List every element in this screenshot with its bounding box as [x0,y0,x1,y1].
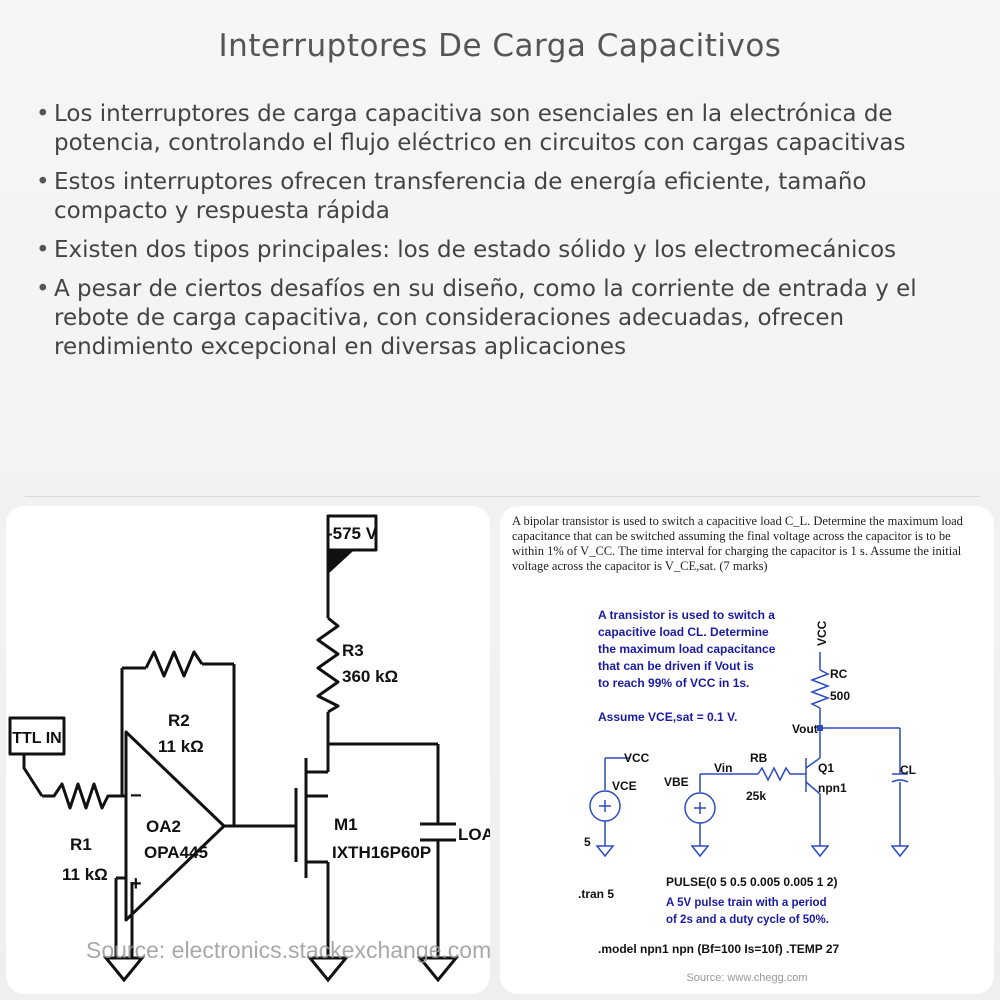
opamp-name: OA2 [146,817,181,836]
r1-name: R1 [70,835,92,854]
vin-label: Vin [714,761,732,775]
bullet-item: A pesar de ciertos desafíos en su diseño… [30,275,980,362]
tran-label: .tran 5 [578,887,614,901]
r1-value: 11 kΩ [62,865,108,884]
load-label: LOAD [458,825,490,844]
vbe-label: VBE [664,775,689,789]
source-right: Source: www.chegg.com [686,972,808,984]
blue-line: capacitive load CL. Determine [598,625,769,639]
pulse-label: PULSE(0 5 0.5 0.005 0.005 1 2) [666,875,837,889]
rb-name: RB [750,751,768,765]
bullet-item: Existen dos tipos principales: los de es… [30,236,980,265]
vout-label: Vout [792,722,818,736]
bullet-item: Estos interruptores ofrecen transferenci… [30,168,980,226]
r2-name: R2 [168,711,190,730]
mosfet-part: IXTH16P60P [332,843,431,862]
opamp-mosfet-schematic: -575 V TTL IN R3 360 kΩ R2 11 kΩ R1 11 k… [8,514,506,983]
rc-name: RC [830,667,848,681]
rc-value: 500 [830,689,850,703]
minus-sign: − [130,785,142,807]
blue-line: that can be driven if Vout is [598,659,754,673]
opamp-part: OPA445 [144,843,208,862]
left-circuit-panel: -575 V TTL IN R3 360 kΩ R2 11 kΩ R1 11 k… [6,506,506,994]
blue-line: to reach 99% of VCC in 1s. [598,676,749,690]
supply-arrow [326,548,354,574]
page-title: Interruptores De Carga Capacitivos [218,28,782,64]
npn1-label: npn1 [818,781,847,795]
opamp-triangle [124,730,226,922]
q1-label: Q1 [818,761,834,775]
source-left: Source: electronics.stackexchange.com [86,937,490,963]
plus-sign: + [130,873,142,895]
assume-text: Assume VCE,sat = 0.1 V. [598,710,737,724]
vcc-top-label: VCC [815,620,829,646]
blue-line: the maximum load capacitance [598,642,776,656]
r3-value: 360 kΩ [342,667,398,686]
bjt-schematic: A transistor is used to switch a capacit… [578,608,916,956]
vce-label: VCE [612,779,637,793]
rb-value: 25k [746,789,766,803]
model-label: .model npn1 npn (Bf=100 Is=10f) .TEMP 27 [598,942,839,956]
pulse-note: of 2s and a duty cycle of 50%. [666,914,829,926]
cl-label: CL [900,763,916,777]
r3-name: R3 [342,641,364,660]
supply-label: -575 V [327,524,378,543]
bullet-list: Los interruptores de carga capacitiva so… [30,100,980,372]
pulse-note: A 5V pulse train with a period [666,897,827,909]
right-problem-panel: A bipolar transistor is used to switch a… [500,506,994,994]
blue-line: A transistor is used to switch a [598,608,775,622]
vce-value: 5 [584,835,591,849]
bullet-item: Los interruptores de carga capacitiva so… [30,100,980,158]
problem-statement: A bipolar transistor is used to switch a… [512,514,963,573]
r2-value: 11 kΩ [158,737,204,756]
mosfet-name: M1 [334,815,358,834]
vcc-source-label: VCC [624,751,650,765]
input-label: TTL IN [12,730,61,747]
divider [25,496,980,497]
